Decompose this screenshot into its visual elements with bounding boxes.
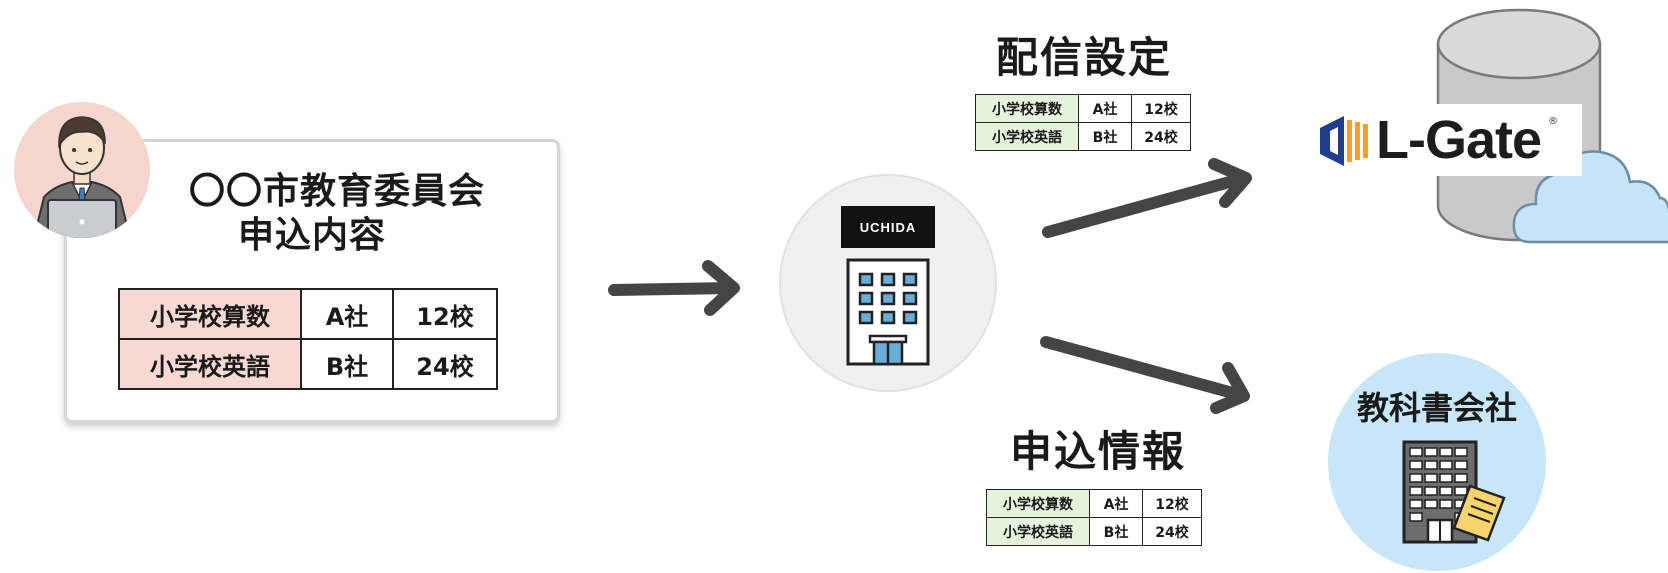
company-cell: A社 (1089, 489, 1143, 518)
lgate-logo-icon (1320, 116, 1368, 166)
document-icon (1452, 484, 1506, 542)
card-title: 〇〇市教育委員会 申込内容 (67, 170, 557, 258)
subject-cell: 小学校英語 (986, 517, 1090, 546)
table-row: 小学校英語 B社 24校 (118, 338, 498, 390)
person-with-laptop-icon (14, 102, 150, 238)
table-row: 小学校算数 A社 12校 (975, 94, 1191, 123)
arrow-right-icon (608, 260, 740, 316)
lgate-name: L-Gate (1376, 110, 1542, 170)
company-cell: A社 (300, 288, 394, 340)
application-heading: 申込情報 (1010, 427, 1187, 476)
table-row: 小学校英語 B社 24校 (986, 517, 1202, 546)
subject-cell: 小学校英語 (118, 338, 302, 390)
delivery-table: 小学校算数 A社 12校 小学校英語 B社 24校 (975, 94, 1191, 151)
company-cell: B社 (1089, 517, 1143, 546)
schools-cell: 24校 (1142, 517, 1202, 546)
company-cell: B社 (300, 338, 394, 390)
subject-cell: 小学校英語 (975, 122, 1079, 151)
company-cell: B社 (1078, 122, 1132, 151)
table-row: 小学校英語 B社 24校 (975, 122, 1191, 151)
application-table: 小学校算数 A社 12校 小学校英語 B社 24校 (986, 489, 1202, 546)
schools-cell: 12校 (1142, 489, 1202, 518)
uchida-logo: UCHIDA (841, 206, 935, 248)
card-title-line2: 申込内容 (237, 215, 386, 256)
company-cell: A社 (1078, 94, 1132, 123)
schools-cell: 12校 (392, 288, 498, 340)
arrow-to-lgate (1042, 158, 1252, 238)
registered-mark: ® (1548, 116, 1558, 127)
schools-cell: 24校 (392, 338, 498, 390)
lgate-logo: L-Gate (1306, 104, 1582, 176)
request-table: 小学校算数 A社 12校 小学校英語 B社 24校 (118, 288, 498, 390)
subject-cell: 小学校算数 (975, 94, 1079, 123)
subject-cell: 小学校算数 (986, 489, 1090, 518)
schools-cell: 24校 (1131, 122, 1191, 151)
textbook-company-building-icon (1402, 440, 1506, 544)
schools-cell: 12校 (1131, 94, 1191, 123)
card-title-line1: 〇〇市教育委員会 (188, 171, 485, 212)
publisher-label: 教科書会社 (1356, 389, 1517, 427)
table-row: 小学校算数 A社 12校 (986, 489, 1202, 518)
office-building-icon (846, 258, 930, 366)
delivery-heading: 配信設定 (996, 33, 1173, 82)
subject-cell: 小学校算数 (118, 288, 302, 340)
table-row: 小学校算数 A社 12校 (118, 288, 498, 340)
arrow-to-publisher (1040, 336, 1250, 414)
